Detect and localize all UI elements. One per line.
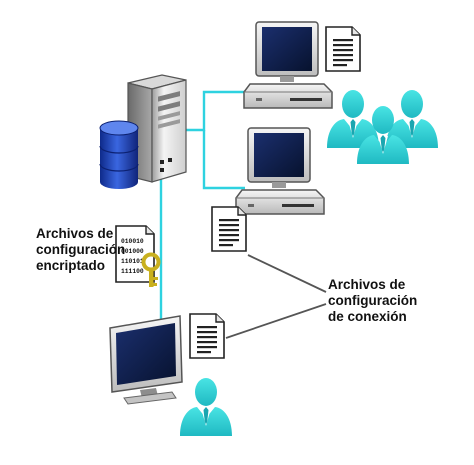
binary-line: 010010 xyxy=(121,238,144,245)
network-links xyxy=(159,90,327,339)
document-icon xyxy=(211,206,247,252)
user-icon xyxy=(180,378,232,436)
key-icon xyxy=(141,252,161,287)
monitor-icon xyxy=(109,315,183,405)
link-server-to-upper-workstation xyxy=(180,90,250,132)
connection-config-label: Archivos de configuración de conexión xyxy=(328,277,418,324)
binary-line: 001000 xyxy=(121,248,144,255)
binary-line: 111100 xyxy=(121,268,144,275)
connector-client-document-to-label xyxy=(225,303,327,339)
database-icon xyxy=(99,120,139,189)
workstation-icon xyxy=(235,127,325,215)
encrypted-config-label: Archivos de configuración encriptado xyxy=(36,226,126,273)
connector-document-to-label xyxy=(247,254,327,293)
document-icon xyxy=(189,313,225,359)
link-server-to-lower-workstation xyxy=(202,130,245,190)
server-icon xyxy=(127,74,187,183)
document-icon xyxy=(325,26,361,72)
user-group-icon xyxy=(327,90,438,164)
workstation-icon xyxy=(243,21,333,109)
binary-line: 110101 xyxy=(121,258,144,265)
